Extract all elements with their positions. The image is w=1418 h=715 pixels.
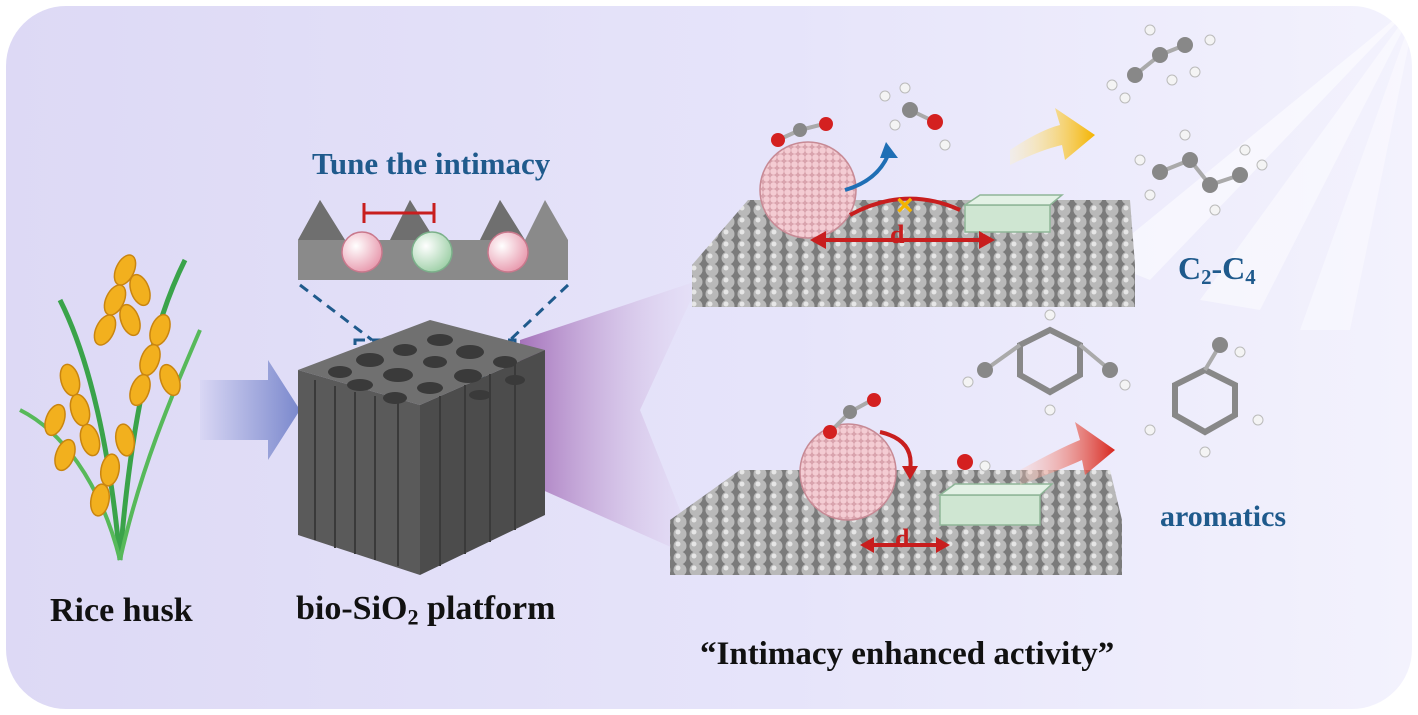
porous-silica-block-icon (298, 320, 545, 575)
bio-sio2-prefix: bio-SiO (296, 590, 408, 627)
molecule-icon (771, 24, 1268, 472)
light-rays-icon (998, 0, 1418, 420)
bio-sio2-suffix: platform (418, 590, 556, 627)
rice-plant-icon (19, 254, 202, 561)
svg-text:×: × (896, 189, 914, 222)
aromatics-label: aromatics (1160, 500, 1287, 533)
product-arrow-icon (1020, 422, 1115, 485)
c2c4-mid: -C (1211, 250, 1246, 286)
catalyst-slab-icon: × (692, 141, 1135, 307)
c2c4-sub-2: 4 (1245, 266, 1256, 290)
zeolite-block (964, 204, 1051, 233)
intimacy-enhanced-activity-label: “Intimacy enhanced activity” (700, 636, 1115, 672)
c2c4-part-a: C (1178, 250, 1202, 286)
catalyst-slab-icon (670, 423, 1122, 575)
zoom-fan (520, 280, 700, 560)
bio-sio2-subscript: 2 (407, 604, 419, 630)
intimacy-inset (298, 200, 570, 380)
rice-husk-label: Rice husk (50, 592, 193, 629)
arrow-right-icon (200, 360, 300, 460)
metal-particle (799, 423, 897, 521)
c2c4-sub-1: 2 (1201, 266, 1212, 290)
product-arrow-icon (1010, 108, 1095, 165)
tune-intimacy-label: Tune the intimacy (312, 146, 551, 181)
metal-particle (759, 141, 857, 239)
distance-label-bottom: d (895, 524, 910, 553)
distance-label-top: d (890, 220, 905, 249)
zeolite-block (939, 494, 1041, 526)
bio-sio2-platform-label: bio-SiO2 platform (296, 590, 555, 631)
c2-c4-label: C2-C4 (1178, 250, 1256, 290)
